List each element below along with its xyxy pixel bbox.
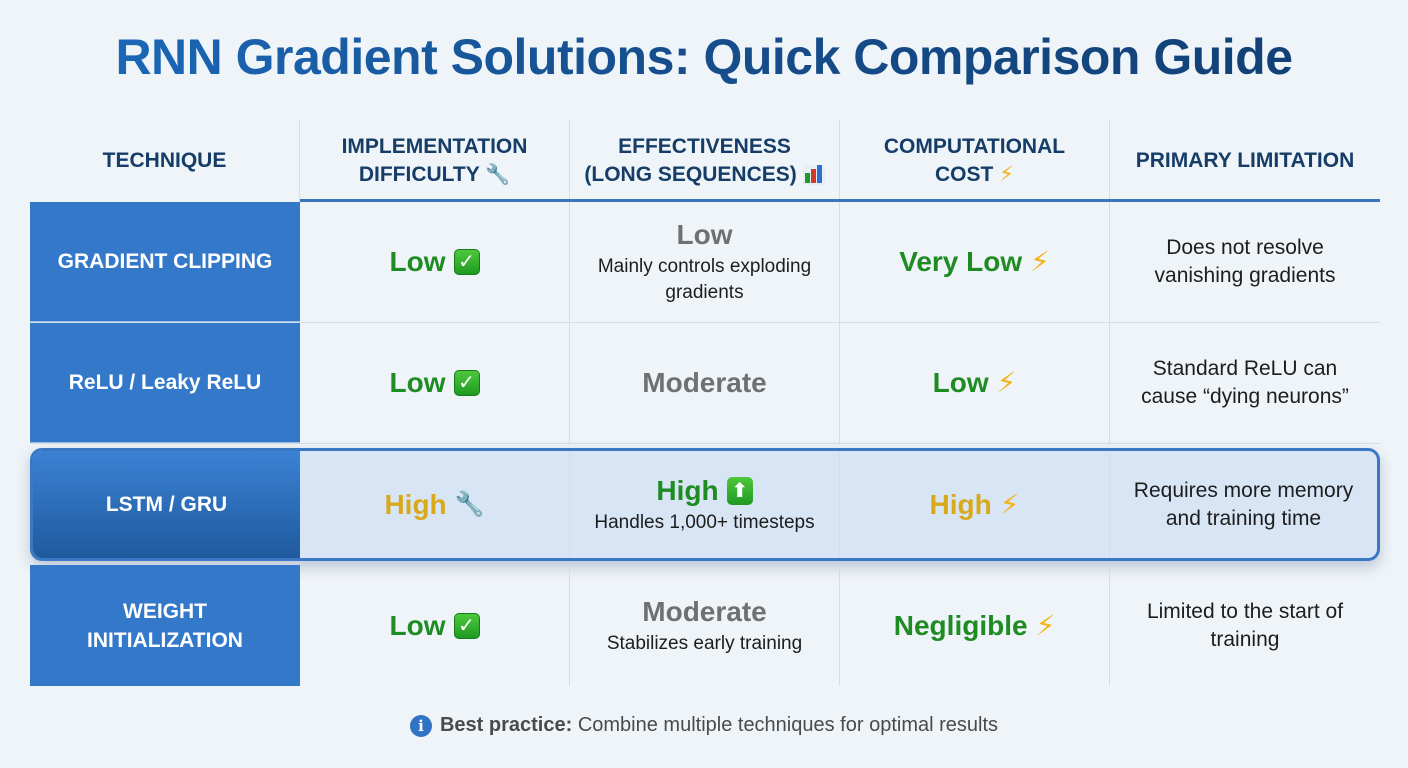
effectiveness-note: Stabilizes early training [606,632,803,654]
effectiveness-cell: Moderate [570,323,840,443]
check-icon: ✓ [453,612,480,639]
note-label: Best practice: [439,714,573,736]
cost-cell: Very Low⚡ [840,202,1110,322]
header-label-line2: DIFFICULTY [358,163,480,186]
cost-value: Very Low [899,246,1023,277]
header-effectiveness: EFFECTIVENESS (LONG SEQUENCES) [570,120,840,202]
difficulty-cell: Low ✓ [300,323,570,443]
note-text: Combine multiple techniques for optimal … [577,714,999,736]
technique-cell: ReLU / Leaky ReLU [30,323,300,443]
header-label-line2: COST [935,163,994,186]
limitation-cell: Does not resolve vanishing gradients [1110,202,1380,322]
cost-cell: Low⚡ [840,323,1110,443]
table-row-weight-initialization: WEIGHT INITIALIZATION Low ✓ Moderate Stab… [30,565,1380,686]
info-icon: i [409,714,432,737]
limitation-cell: Requires more memory and training time [1110,451,1377,558]
wrench-icon: 🔧 [485,164,511,186]
page-title: RNN Gradient Solutions: Quick Comparison… [0,28,1408,86]
difficulty-cell: High🔧 [300,451,570,558]
lightning-icon: ⚡ [996,367,1017,398]
cost-cell: High⚡ [840,451,1110,558]
technique-cell: WEIGHT INITIALIZATION [30,565,300,686]
header-technique: TECHNIQUE [30,120,300,202]
limitation-text: Standard ReLU can cause “dying neurons” [1141,357,1349,408]
difficulty-cell: Low ✓ [300,202,570,322]
technique-cell: GRADIENT CLIPPING [30,202,300,322]
header-primary-limitation: PRIMARY LIMITATION [1110,120,1380,202]
lightning-icon: ⚡ [1030,246,1050,277]
check-icon: ✓ [453,370,480,396]
wrench-icon: 🔧 [454,490,485,518]
header-label: COMPUTATIONAL [883,135,1066,158]
difficulty-value: Low [389,246,446,277]
limitation-cell: Limited to the start of training [1110,565,1380,686]
highlight-frame: LSTM / GRU High🔧 High⬆ Handles 1,000+ ti… [30,448,1380,561]
cost-value: Low [932,367,989,398]
bar-chart-icon [802,165,825,186]
header-label: PRIMARY LIMITATION [1135,149,1355,172]
limitation-cell: Standard ReLU can cause “dying neurons” [1110,323,1380,443]
technique-cell: LSTM / GRU [33,451,300,558]
cost-value: Negligible [893,609,1028,641]
difficulty-value: Low [389,367,446,398]
header-implementation-difficulty: IMPLEMENTATION DIFFICULTY 🔧 [300,120,570,202]
up-arrow-icon: ⬆ [726,476,753,505]
limitation-text: Requires more memory and training time [1133,478,1354,530]
effectiveness-cell: Moderate Stabilizes early training [570,565,840,686]
lightning-icon: ⚡ [1035,609,1056,641]
table-row-lstm-gru-highlighted: LSTM / GRU High🔧 High⬆ Handles 1,000+ ti… [30,444,1380,565]
header-label: EFFECTIVENESS [618,135,791,158]
effectiveness-value: Moderate [642,367,767,398]
cost-value: High [929,488,992,520]
header-computational-cost: COMPUTATIONAL COST ⚡ [840,120,1110,202]
effectiveness-note: Mainly controls exploding gradients [597,256,812,303]
header-label: IMPLEMENTATION [341,135,528,158]
difficulty-value: Low [389,609,446,641]
cost-cell: Negligible⚡ [840,565,1110,686]
limitation-text: Limited to the start of training [1146,599,1344,651]
effectiveness-value: Moderate [642,595,767,627]
table-row-relu: ReLU / Leaky ReLU Low✓ Moderate Low⚡ Sta… [30,323,1380,444]
effectiveness-note: Handles 1,000+ timesteps [594,511,815,533]
effectiveness-cell: High⬆ Handles 1,000+ timesteps [570,451,840,558]
table-header-row: TECHNIQUE IMPLEMENTATION DIFFICULTY 🔧 EF… [30,120,1380,202]
effectiveness-value: High [656,474,719,506]
lightning-icon: ⚡ [999,488,1020,520]
best-practice-note: i Best practice: Combine multiple techni… [0,714,1408,737]
difficulty-value: High [384,488,447,520]
limitation-text: Does not resolve vanishing gradients [1154,236,1336,287]
header-label-line2: (LONG SEQUENCES) [584,163,797,186]
check-icon: ✓ [453,249,480,275]
effectiveness-cell: Low Mainly controls exploding gradients [570,202,840,322]
effectiveness-value: Low [676,219,733,250]
difficulty-cell: Low ✓ [300,565,570,686]
header-label: TECHNIQUE [102,149,227,172]
table-row-gradient-clipping: GRADIENT CLIPPING Low ✓ Low Mainly contro… [30,202,1380,323]
comparison-table: TECHNIQUE IMPLEMENTATION DIFFICULTY 🔧 EF… [30,120,1380,686]
lightning-icon: ⚡ [999,163,1014,186]
